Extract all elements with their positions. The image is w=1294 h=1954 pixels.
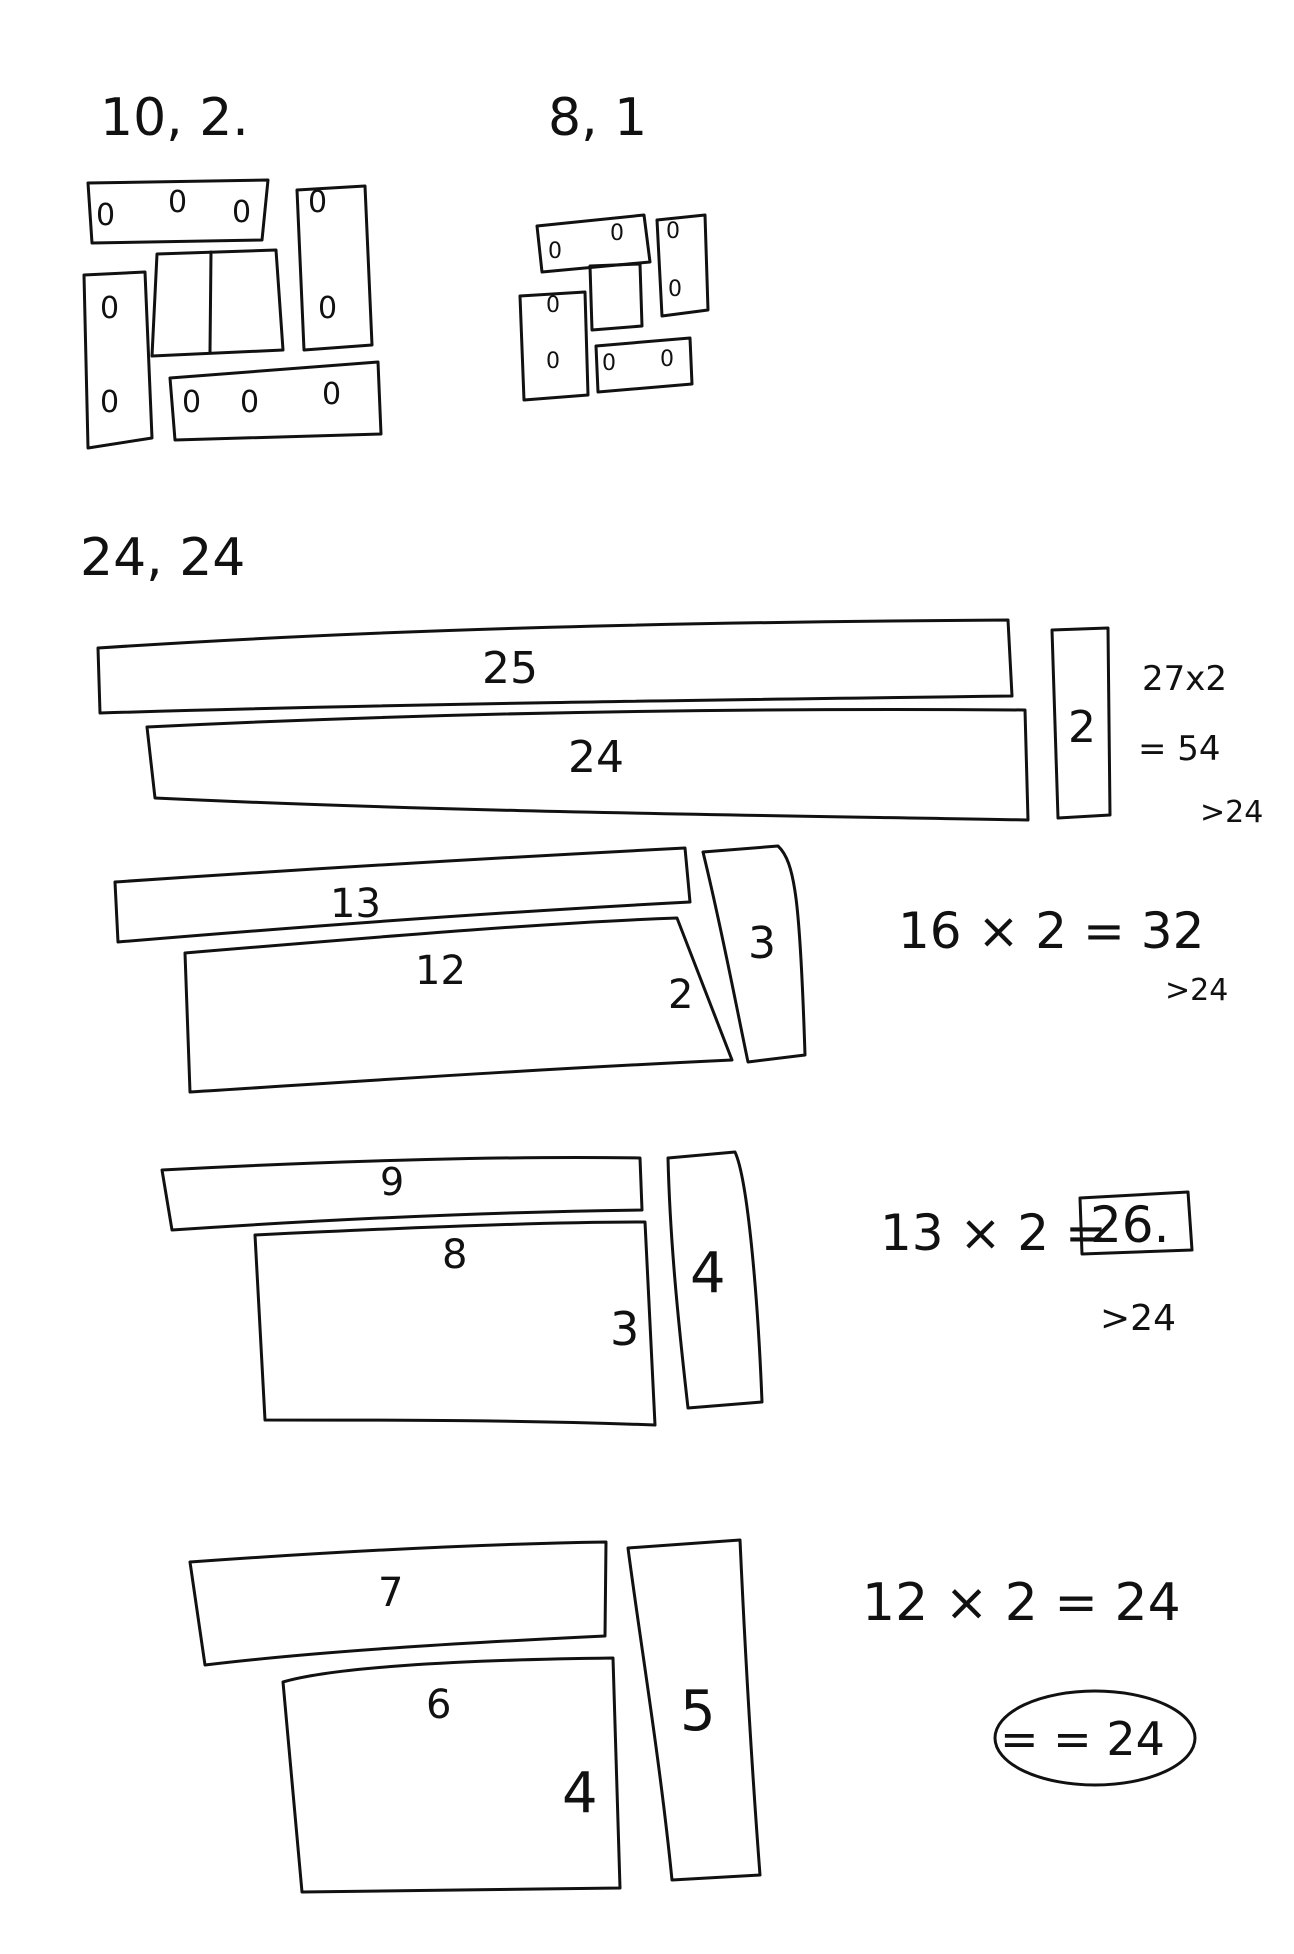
example-b-bottom-tile xyxy=(594,336,694,394)
example-b-mark: 0 xyxy=(610,221,624,246)
row-3-bottom-bar xyxy=(253,1220,657,1427)
row-1-compare: >24 xyxy=(1200,795,1263,830)
row-4-side-bar-label: 5 xyxy=(680,1679,716,1744)
row-2-top-bar-label: 13 xyxy=(330,881,381,927)
row-4-inner-label: 4 xyxy=(562,1761,598,1826)
example-a-mark: 0 xyxy=(100,385,119,420)
row-2-calc: 16 × 2 = 32 xyxy=(898,902,1204,960)
example-b-params: 8, 1 xyxy=(548,88,647,148)
row-3-boxed-result: 26. xyxy=(1090,1196,1170,1254)
example-small-a: 10, 2. 0 0 0 0 0 0 0 0 0 0 xyxy=(82,88,383,450)
row-4-top-bar xyxy=(188,1540,608,1667)
example-a-params: 10, 2. xyxy=(100,88,249,148)
row-2-side-bar-label: 3 xyxy=(748,918,776,969)
row-4-circled-result: = = 24 xyxy=(1000,1712,1165,1766)
example-a-top-tile xyxy=(86,178,270,245)
row-3-side-bar xyxy=(666,1150,764,1410)
row-2-bottom-bar xyxy=(183,916,734,1094)
example-b-center-tile xyxy=(588,262,644,332)
row-1-bottom-bar xyxy=(145,708,1030,822)
row-1-bottom-bar-label: 24 xyxy=(568,732,624,783)
example-a-mark: 0 xyxy=(322,377,341,412)
row-4-side-bar xyxy=(626,1538,762,1882)
row-3-top-bar-label: 9 xyxy=(380,1160,404,1204)
example-b-right-tile xyxy=(655,213,710,318)
example-a-mark: 0 xyxy=(318,291,337,326)
example-b-mark: 0 xyxy=(602,351,616,376)
row-2: 13 12 2 3 16 × 2 = 32 >24 xyxy=(113,844,1228,1094)
example-small-b: 8, 1 0 0 0 0 0 0 0 0 xyxy=(518,88,710,402)
row-1-side-bar-label: 2 xyxy=(1068,702,1096,753)
row-4-calc: 12 × 2 = 24 xyxy=(862,1573,1181,1633)
row-2-compare: >24 xyxy=(1165,973,1228,1008)
example-b-mark: 0 xyxy=(546,349,560,374)
row-1: 25 24 2 27x2 = 54 >24 xyxy=(96,618,1263,830)
example-b-top-tile xyxy=(535,213,652,274)
row-1-calc-result: = 54 xyxy=(1138,729,1221,769)
row-3-side-bar-label: 4 xyxy=(690,1241,726,1306)
row-1-side-bar xyxy=(1050,626,1112,820)
example-a-right-tile xyxy=(295,184,374,352)
row-1-top-bar xyxy=(96,618,1014,715)
example-b-left-tile xyxy=(518,290,590,402)
row-3-bottom-bar-label: 8 xyxy=(442,1232,467,1278)
row-2-side-bar xyxy=(701,844,807,1064)
case-header: 24, 24 xyxy=(80,528,245,588)
row-3: 9 8 3 4 13 × 2 = 26. >24 xyxy=(160,1150,1194,1427)
example-a-center-tile xyxy=(150,248,285,358)
row-3-compare: >24 xyxy=(1100,1298,1176,1339)
row-2-top-bar xyxy=(113,846,692,944)
example-a-mark: 0 xyxy=(100,291,119,326)
row-4-result-circle xyxy=(993,1689,1197,1787)
row-4-bottom-bar-label: 6 xyxy=(426,1682,451,1728)
row-4-bottom-bar xyxy=(281,1656,622,1894)
row-4: 7 6 4 5 12 × 2 = 24 = = 24 xyxy=(188,1538,1197,1894)
example-b-mark: 0 xyxy=(666,219,680,244)
row-1-calc: 27x2 xyxy=(1142,659,1227,699)
example-a-mark: 0 xyxy=(168,185,187,220)
example-b-mark: 0 xyxy=(548,239,562,264)
example-a-mark: 0 xyxy=(308,185,327,220)
row-2-bottom-bar-label: 12 xyxy=(415,948,466,994)
example-a-mark: 0 xyxy=(182,385,201,420)
row-4-top-bar-label: 7 xyxy=(378,1570,403,1616)
example-a-bottom-tile xyxy=(168,360,383,442)
row-3-inner-label: 3 xyxy=(610,1302,639,1356)
row-3-result-box xyxy=(1078,1190,1194,1256)
example-b-mark: 0 xyxy=(546,293,560,318)
example-a-mark: 0 xyxy=(240,385,259,420)
example-a-center-divider xyxy=(208,250,213,354)
example-b-mark: 0 xyxy=(660,347,674,372)
example-a-mark: 0 xyxy=(232,195,251,230)
row-3-calc: 13 × 2 = xyxy=(880,1204,1107,1262)
row-3-top-bar xyxy=(160,1156,644,1232)
example-b-mark: 0 xyxy=(668,277,682,302)
row-1-top-bar-label: 25 xyxy=(482,643,538,694)
row-2-inner-label: 2 xyxy=(668,972,693,1018)
example-a-mark: 0 xyxy=(96,198,115,233)
example-a-left-tile xyxy=(82,270,154,450)
